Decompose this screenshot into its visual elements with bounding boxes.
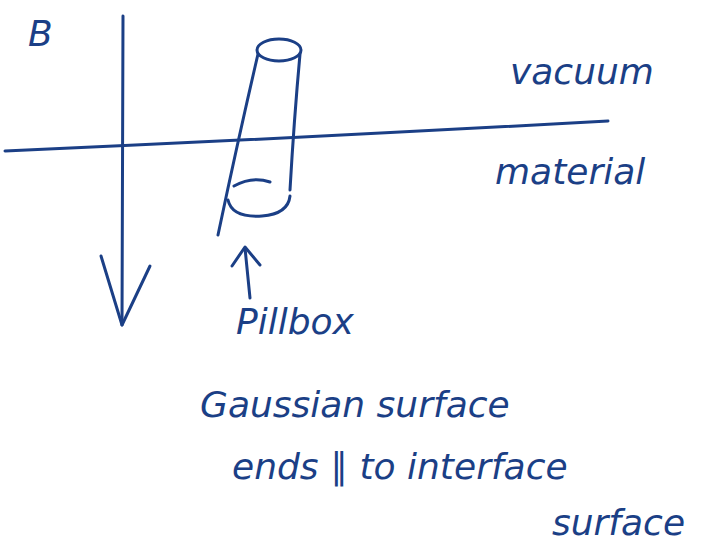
pillbox-bottom	[228, 196, 290, 216]
note-text: surface	[552, 503, 685, 543]
note-text: ends ∥ to interface	[232, 447, 568, 487]
pillbox-side	[218, 54, 258, 235]
region-label: material	[495, 152, 645, 192]
field-arrowhead	[101, 256, 150, 325]
field-line	[122, 16, 123, 325]
pillbox-label: Pillbox	[236, 302, 354, 342]
pillbox-top	[257, 39, 301, 61]
field-symbol: B	[28, 14, 53, 54]
pillbox-bottom-back	[234, 180, 270, 186]
pillbox-side	[290, 54, 300, 190]
interface-line	[5, 121, 608, 151]
region-label: vacuum	[510, 52, 654, 92]
pointer-line	[245, 248, 250, 298]
note-text: Gaussian surface	[200, 385, 510, 425]
pointer-arrowhead	[232, 247, 260, 266]
